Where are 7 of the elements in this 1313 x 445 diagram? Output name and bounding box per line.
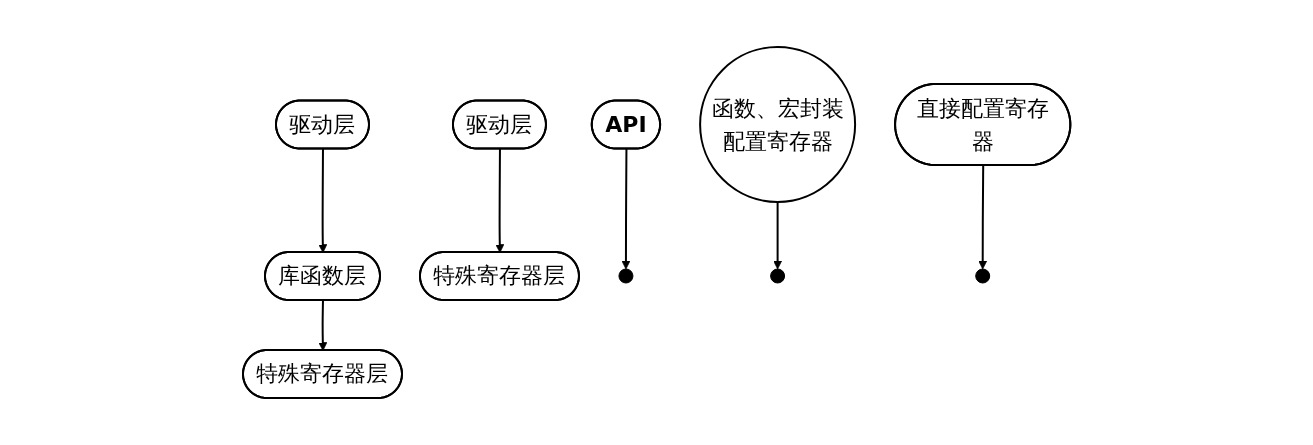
arrow bbox=[495, 148, 505, 253]
arrow bbox=[621, 148, 631, 270]
arrow bbox=[773, 201, 782, 270]
arrow bbox=[318, 148, 328, 253]
arrow bbox=[318, 299, 328, 351]
node-circle: 函数、宏封装配置寄存器 bbox=[698, 46, 856, 203]
arrow bbox=[978, 164, 987, 270]
